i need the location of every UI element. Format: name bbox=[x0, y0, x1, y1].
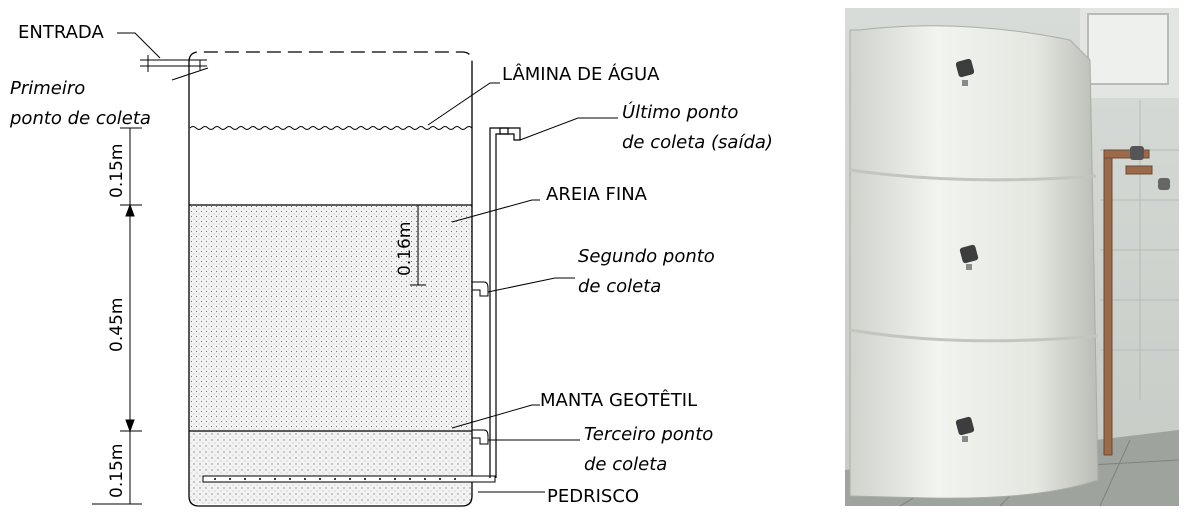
dim-sand-layer: 0.45m bbox=[107, 298, 127, 352]
label-lamina: LÂMINA DE ÁGUA bbox=[502, 63, 660, 85]
dim-top-layer: 0.15m bbox=[107, 144, 127, 198]
inlet-pipe bbox=[140, 55, 207, 72]
filter-schematic: ENTRADA Primeiro ponto de coleta LÂMINA … bbox=[9, 22, 773, 507]
label-ultimo-2: de coleta (saída) bbox=[622, 132, 773, 153]
label-segundo-1: Segundo ponto bbox=[578, 246, 715, 267]
water-surface bbox=[189, 126, 473, 130]
tank-outline bbox=[188, 51, 473, 507]
label-primeiro-1: Primeiro bbox=[10, 78, 85, 99]
label-areia: AREIA FINA bbox=[546, 184, 648, 205]
dim-bottom-layer: 0.15m bbox=[107, 444, 127, 498]
label-primeiro-2: ponto de coleta bbox=[9, 108, 151, 129]
label-terceiro-1: Terceiro ponto bbox=[584, 424, 713, 445]
sand-layer bbox=[189, 205, 472, 431]
drain-pipe bbox=[202, 475, 496, 483]
sample-tap-second bbox=[472, 281, 489, 297]
label-ultimo-1: Último ponto bbox=[622, 101, 738, 123]
label-terceiro-2: de coleta bbox=[584, 454, 667, 475]
gravel-layer bbox=[189, 431, 472, 504]
label-pedrisco: PEDRISCO bbox=[547, 486, 639, 507]
label-entrada: ENTRADA bbox=[18, 22, 104, 43]
label-segundo-2: de coleta bbox=[578, 276, 661, 297]
outlet-riser bbox=[489, 127, 521, 478]
label-manta: MANTA GEOTÊTIL bbox=[540, 389, 697, 411]
dimension-lines bbox=[92, 127, 426, 505]
dim-sample-depth: 0.16m bbox=[395, 222, 415, 276]
sample-tap-third bbox=[472, 429, 489, 445]
leader-lines bbox=[117, 32, 618, 493]
